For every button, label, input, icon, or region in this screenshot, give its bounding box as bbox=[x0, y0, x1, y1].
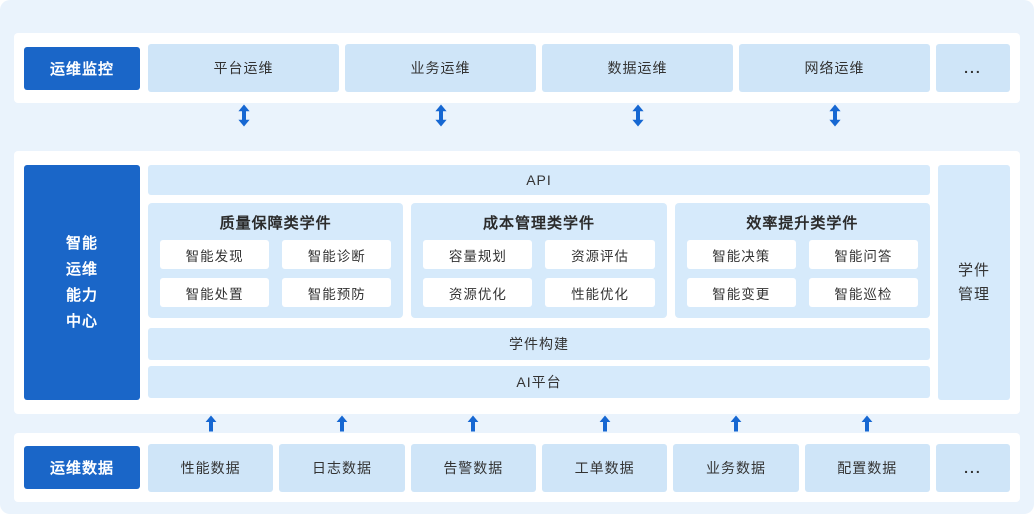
chip-resource-evaluation: 资源评估 bbox=[545, 240, 655, 269]
box-alert-data: 告警数据 bbox=[410, 443, 536, 492]
double-arrow-icon bbox=[631, 104, 644, 126]
up-arrow-icon bbox=[467, 415, 479, 432]
chip-capacity-planning: 容量规划 bbox=[423, 240, 533, 269]
box-log-data: 日志数据 bbox=[279, 443, 405, 492]
ai-platform-bar: AI平台 bbox=[148, 366, 930, 398]
chip-smart-inspection: 智能巡检 bbox=[808, 278, 918, 307]
chip-smart-qa: 智能问答 bbox=[808, 240, 918, 269]
chip-smart-diagnosis: 智能诊断 bbox=[282, 240, 392, 269]
chip-smart-change: 智能变更 bbox=[686, 278, 796, 307]
bottom-arrow-row bbox=[14, 414, 1020, 433]
box-business-ops: 业务运维 bbox=[345, 44, 536, 92]
bottom-more-box: ... bbox=[935, 443, 1010, 492]
up-arrow-icon bbox=[336, 415, 348, 432]
ops-data-band: 运维数据 性能数据 日志数据 告警数据 工单数据 业务数据 配置数据 ... bbox=[14, 433, 1020, 502]
top-more-box: ... bbox=[936, 44, 1010, 92]
api-bar: API bbox=[148, 165, 930, 195]
capability-center-content: API 质量保障类学件 智能发现 智能诊断 智能处置 智能预防 成本管理类学件 … bbox=[148, 165, 930, 400]
ellipsis-icon: ... bbox=[964, 60, 982, 76]
group-quality-assurance: 质量保障类学件 智能发现 智能诊断 智能处置 智能预防 bbox=[148, 203, 404, 318]
box-config-data: 配置数据 bbox=[804, 443, 930, 492]
learnware-management-box: 学件管理 bbox=[938, 165, 1010, 400]
chip-performance-optimization: 性能优化 bbox=[545, 278, 655, 307]
double-arrow-icon bbox=[237, 104, 250, 126]
group-title: 质量保障类学件 bbox=[219, 215, 332, 232]
double-arrow-icon bbox=[434, 104, 447, 126]
learnware-groups: 质量保障类学件 智能发现 智能诊断 智能处置 智能预防 成本管理类学件 容量规划… bbox=[148, 203, 930, 318]
box-business-data: 业务数据 bbox=[673, 443, 799, 492]
chip-smart-prevention: 智能预防 bbox=[282, 278, 392, 307]
capability-center-label: 智能 运维 能力 中心 bbox=[24, 165, 140, 400]
box-platform-ops: 平台运维 bbox=[148, 44, 339, 92]
box-data-ops: 数据运维 bbox=[542, 44, 733, 92]
group-cost-management: 成本管理类学件 容量规划 资源评估 资源优化 性能优化 bbox=[411, 203, 667, 318]
arrow-row-spacer bbox=[24, 423, 142, 424]
box-ticket-data: 工单数据 bbox=[541, 443, 668, 492]
arrow-row-spacer bbox=[24, 115, 142, 116]
chip-resource-optimization: 资源优化 bbox=[423, 278, 533, 307]
group-title: 成本管理类学件 bbox=[482, 215, 595, 232]
up-arrow-icon bbox=[205, 415, 217, 432]
learnware-build-bar: 学件构建 bbox=[148, 328, 930, 360]
arrow-row-spacer bbox=[936, 115, 1010, 116]
up-arrow-icon bbox=[861, 415, 873, 432]
chip-smart-handling: 智能处置 bbox=[160, 278, 270, 307]
top-arrow-row bbox=[14, 103, 1020, 127]
arrow-row-spacer bbox=[936, 423, 1010, 424]
box-network-ops: 网络运维 bbox=[739, 44, 930, 92]
ops-monitoring-label: 运维监控 bbox=[24, 46, 140, 90]
box-performance-data: 性能数据 bbox=[148, 443, 274, 492]
double-arrow-icon bbox=[828, 104, 841, 126]
chip-smart-decision: 智能决策 bbox=[686, 240, 796, 269]
group-efficiency-improvement: 效率提升类学件 智能决策 智能问答 智能变更 智能巡检 bbox=[674, 203, 930, 318]
chip-smart-discovery: 智能发现 bbox=[160, 240, 270, 269]
group-title: 效率提升类学件 bbox=[746, 215, 859, 232]
up-arrow-icon bbox=[730, 415, 742, 432]
ops-data-label: 运维数据 bbox=[24, 446, 140, 489]
ops-monitoring-band: 运维监控 平台运维 业务运维 数据运维 网络运维 ... bbox=[14, 33, 1020, 103]
ellipsis-icon: ... bbox=[964, 459, 982, 476]
up-arrow-icon bbox=[599, 415, 611, 432]
capability-center-band: 智能 运维 能力 中心 API 质量保障类学件 智能发现 智能诊断 智能处置 智… bbox=[14, 151, 1020, 414]
